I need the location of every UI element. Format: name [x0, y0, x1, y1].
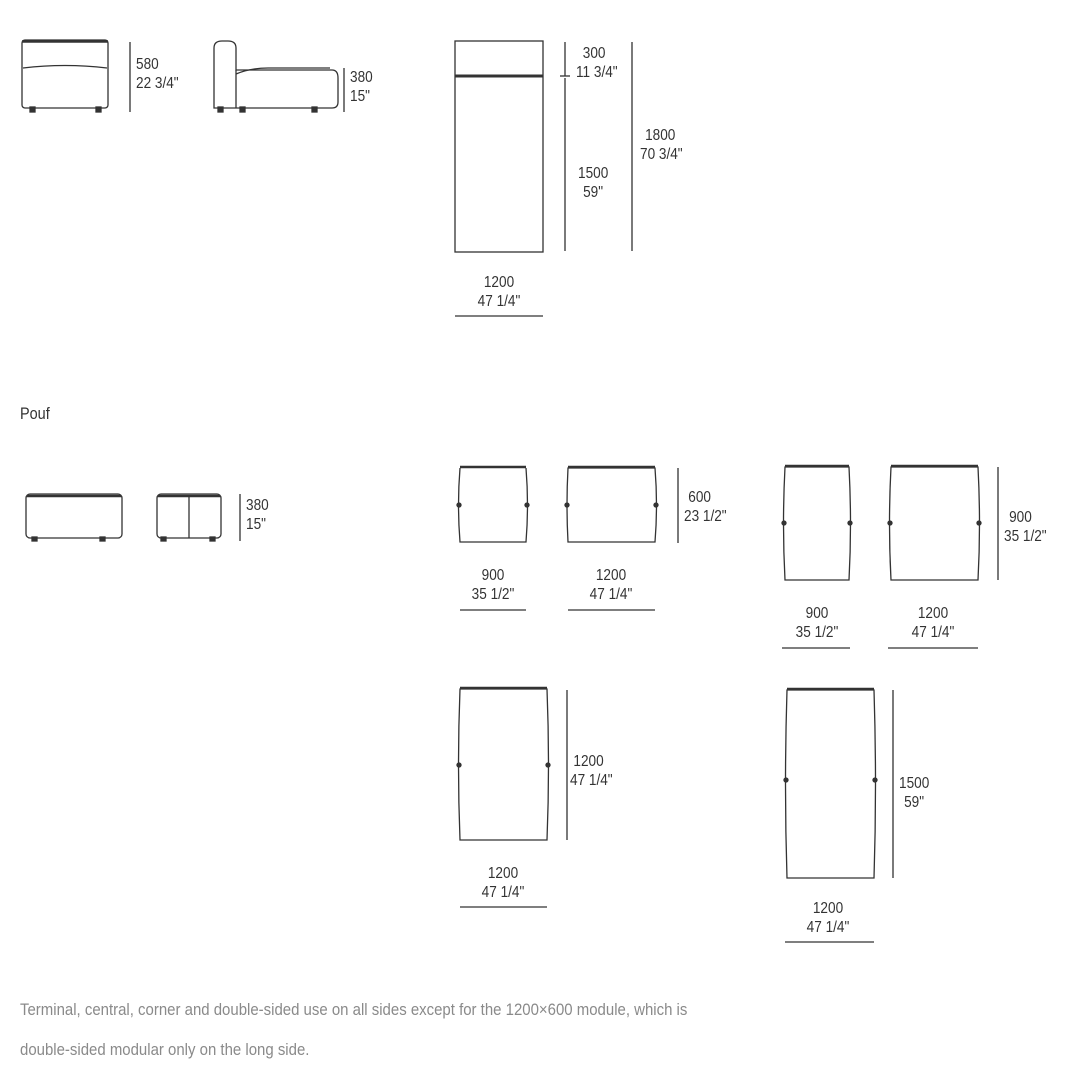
- dim-inch: 59": [583, 184, 604, 201]
- dim-pouf-600-depth: 600 23 1/2": [684, 488, 727, 526]
- dim-pouf-1200x1500-width: 1200 47 1/4": [790, 899, 867, 937]
- dim-mm: 380: [350, 69, 373, 86]
- dim-mm: 300: [582, 45, 606, 62]
- pouf-1200x900-plan: [887, 464, 999, 649]
- dim-mm: 1500: [578, 165, 609, 182]
- module-plan-view: [454, 40, 633, 317]
- pouf-1200x1200-plan: [456, 686, 568, 908]
- module-side-view: [213, 40, 345, 113]
- dim-inch: 22 3/4": [136, 75, 179, 92]
- dim-inch: 11 3/4": [576, 64, 618, 81]
- dim-module-plan-back: 300 11 3/4": [576, 44, 618, 82]
- pouf-1200x1500-plan: [783, 687, 894, 943]
- dim-mm: 1200: [483, 274, 515, 291]
- pouf-900x600-plan: [456, 465, 530, 611]
- dim-inch: 70 3/4": [640, 146, 683, 163]
- dim-inch: 47 1/4": [477, 293, 521, 310]
- dim-pouf-1200x1200-depth: 1200 47 1/4": [570, 752, 613, 790]
- dim-inch: 47 1/4": [911, 624, 955, 641]
- dim-inch: 47 1/4": [570, 772, 613, 789]
- dim-pouf-900x900-width: 900 35 1/2": [785, 604, 850, 642]
- dim-pouf-1200x900-width: 1200 47 1/4": [895, 604, 972, 642]
- dim-pouf-900-depth: 900 35 1/2": [1004, 508, 1047, 546]
- dim-inch: 15": [350, 88, 370, 105]
- dim-module-plan-total: 1800 70 3/4": [640, 126, 683, 164]
- dim-inch: 47 1/4": [806, 919, 850, 936]
- dim-inch: 47 1/4": [481, 884, 525, 901]
- dim-mm: 1500: [899, 775, 930, 792]
- dim-mm: 900: [805, 605, 829, 622]
- dim-module-plan-seat: 1500 59": [578, 164, 608, 202]
- dim-mm: 1200: [487, 865, 519, 882]
- pouf-elevations: [25, 493, 241, 542]
- dim-pouf-1200x1500-depth: 1500 59": [899, 774, 929, 812]
- dim-inch: 59": [904, 794, 925, 811]
- dim-mm: 1200: [595, 567, 627, 584]
- dim-inch: 15": [246, 516, 266, 533]
- dim-mm: 900: [1009, 509, 1032, 526]
- dim-pouf-1200x1200-width: 1200 47 1/4": [465, 864, 542, 902]
- dim-pouf-1200x600-width: 1200 47 1/4": [573, 566, 650, 604]
- dim-pouf-900x600-width: 900 35 1/2": [461, 566, 526, 604]
- section-label-pouf: Pouf: [20, 404, 50, 423]
- dim-mm: 1200: [573, 753, 604, 770]
- dim-mm: 380: [246, 497, 269, 514]
- dim-inch: 35 1/2": [471, 586, 515, 603]
- dim-module-plan-width: 1200 47 1/4": [462, 273, 537, 311]
- pouf-900x900-plan: [781, 464, 853, 649]
- pouf-1200x600-plan: [564, 465, 679, 611]
- dim-inch: 35 1/2": [795, 624, 839, 641]
- dim-mm: 580: [136, 56, 159, 73]
- footnote: Terminal, central, corner and double-sid…: [20, 1000, 688, 1059]
- dim-mm: 900: [481, 567, 505, 584]
- module-front-view: [21, 39, 131, 113]
- dim-mm: 600: [688, 489, 711, 506]
- dim-inch: 47 1/4": [589, 586, 633, 603]
- dim-module-front-depth: 580 22 3/4": [136, 55, 179, 93]
- dim-pouf-height: 380 15": [246, 496, 269, 534]
- dim-inch: 35 1/2": [1004, 528, 1047, 545]
- dim-module-side-height: 380 15": [350, 68, 373, 106]
- dim-mm: 1800: [645, 127, 676, 144]
- dim-mm: 1200: [812, 900, 844, 917]
- dim-mm: 1200: [917, 605, 949, 622]
- dim-inch: 23 1/2": [684, 508, 727, 525]
